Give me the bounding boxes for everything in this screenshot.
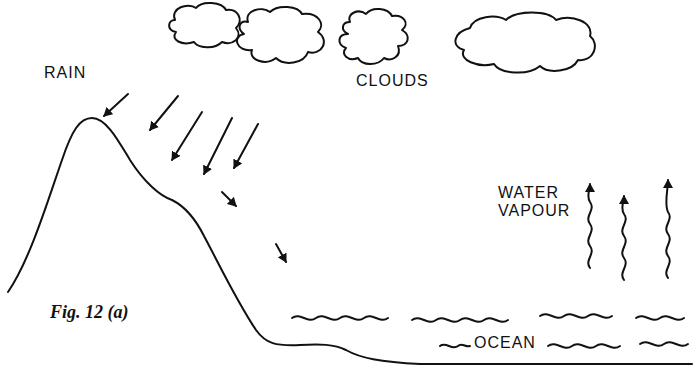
figure-caption: Fig. 12 (a) — [50, 302, 129, 323]
rain-arrow — [222, 192, 236, 206]
rain-arrow — [104, 94, 128, 116]
ocean-wave — [440, 345, 470, 348]
ocean-wave — [540, 314, 612, 317]
vapour-arrow — [622, 196, 626, 280]
cloud — [339, 9, 407, 64]
cloud — [237, 7, 324, 63]
ocean-wave — [640, 342, 688, 345]
ocean-wave — [636, 316, 684, 319]
rain-arrow — [204, 118, 232, 174]
vapour-arrow — [588, 184, 592, 268]
rain-arrow — [150, 96, 178, 130]
mountain-outline — [8, 118, 692, 364]
vapour-arrow — [666, 180, 670, 278]
clouds-label: CLOUDS — [356, 72, 429, 90]
cloud — [169, 3, 240, 47]
rain-arrow — [276, 244, 286, 262]
rain-arrow — [172, 112, 202, 160]
ocean-wave — [292, 316, 388, 319]
ocean-wave — [548, 344, 620, 347]
ocean-label: OCEAN — [474, 334, 536, 352]
water-vapour-label: WATER VAPOUR — [498, 184, 578, 221]
rain-arrow — [234, 124, 258, 168]
rain-label: RAIN — [44, 64, 86, 82]
ocean-wave — [412, 318, 508, 321]
cloud — [455, 13, 594, 73]
